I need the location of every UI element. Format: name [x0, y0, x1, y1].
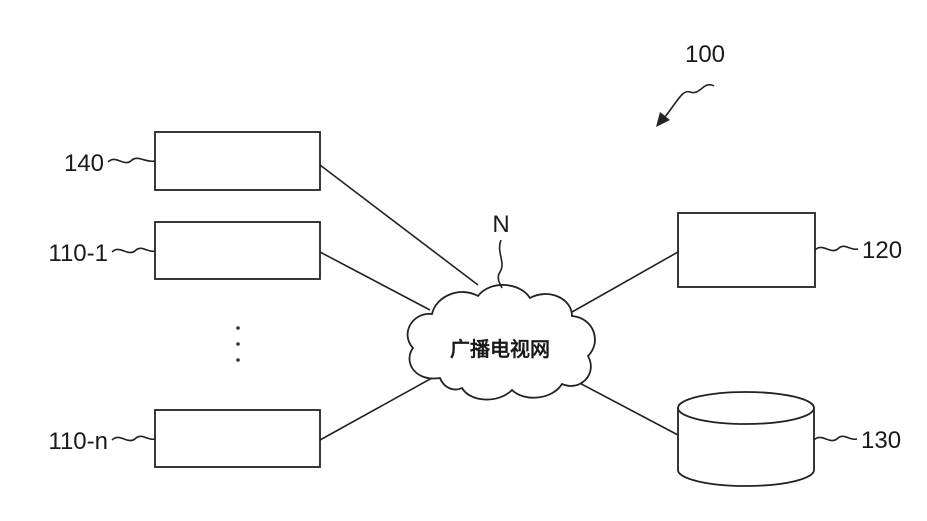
node-130-leader	[814, 436, 857, 440]
node-140-box	[155, 132, 320, 190]
link-network-130	[570, 378, 678, 435]
node-130-cylinder-top	[678, 392, 814, 424]
figure-ref-arrow	[664, 85, 714, 118]
node-120-label: 120	[862, 237, 902, 264]
link-network-120	[572, 252, 678, 312]
link-110-n-network	[320, 378, 432, 440]
ellipsis-dot	[236, 326, 240, 330]
node-110-n-label: 110-n	[48, 428, 108, 455]
node-110-1-box	[155, 222, 320, 279]
node-110-n-leader	[112, 436, 155, 440]
ellipsis-dot	[236, 358, 240, 362]
ellipsis-dot	[236, 342, 240, 346]
node-110-n-box	[155, 410, 320, 467]
link-140-network	[320, 165, 478, 285]
link-110-1-network	[320, 252, 430, 310]
network-ref-label: N	[492, 211, 509, 238]
network-ref-leader	[498, 240, 502, 288]
network-label: 广播电视网	[450, 337, 550, 361]
node-120-box	[678, 213, 815, 287]
node-140-leader	[108, 158, 155, 162]
node-110-1-leader	[112, 248, 155, 252]
node-120-leader	[815, 246, 858, 250]
node-140-label: 140	[64, 150, 104, 177]
node-130-label: 130	[861, 427, 901, 454]
node-110-1-label: 110-1	[48, 240, 108, 267]
figure-ref-label: 100	[685, 41, 725, 68]
